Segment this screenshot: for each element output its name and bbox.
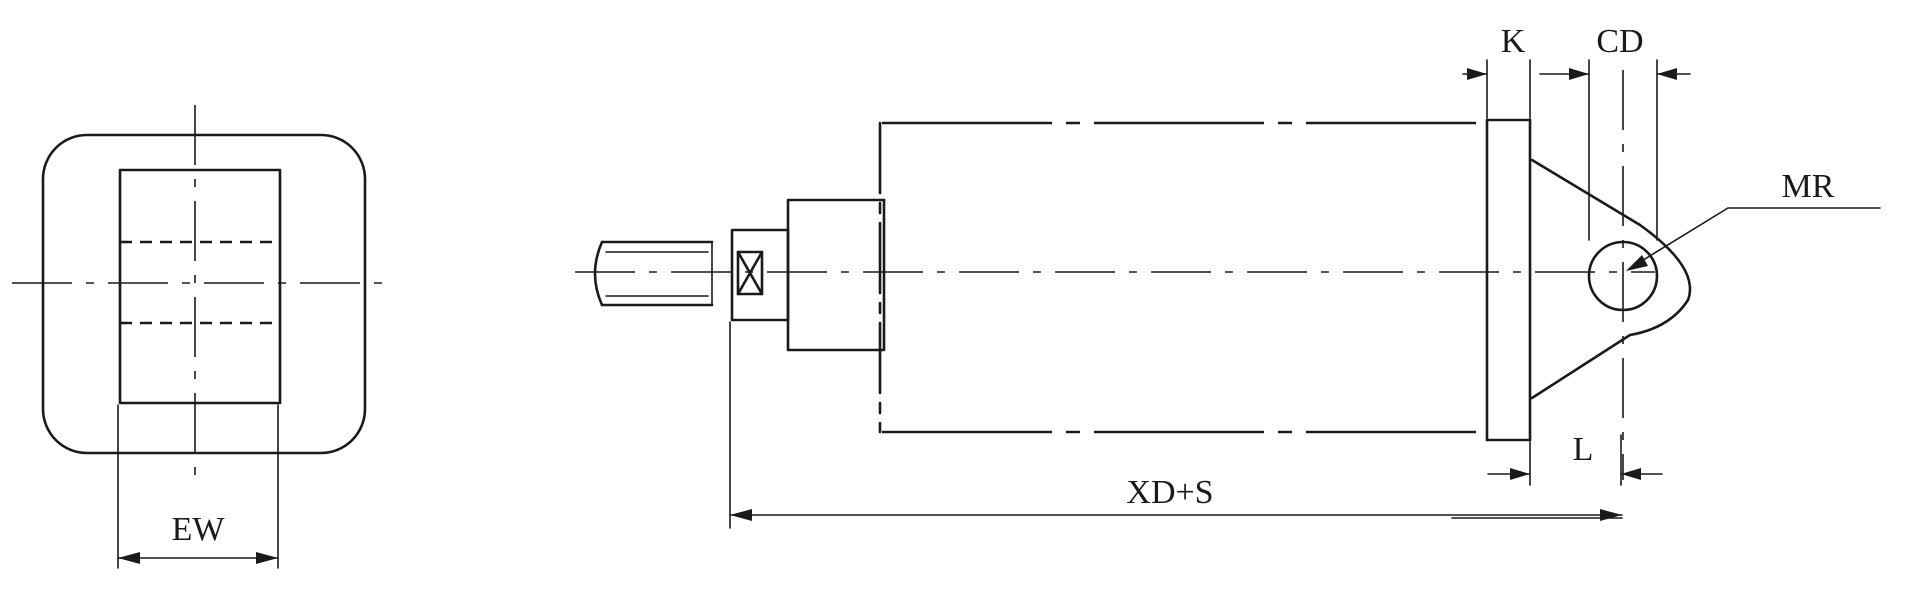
cylinder-barrel: [878, 118, 1532, 442]
ew-arrow-left: [118, 552, 140, 564]
cd-arrow-right: [1657, 68, 1677, 80]
mr-arrow: [1626, 255, 1648, 271]
xds-arrow-left: [730, 509, 752, 521]
ew-label: EW: [172, 511, 226, 548]
l-arrow-right: [1621, 468, 1641, 480]
side-view: K CD MR L XD+S: [575, 23, 1881, 529]
xds-label: XD+S: [1126, 474, 1213, 511]
cd-arrow-left: [1569, 68, 1589, 80]
clevis-eye: [1530, 158, 1692, 400]
cd-label: CD: [1596, 23, 1643, 60]
end-view-outline: [41, 133, 367, 455]
xds-arrow-right: [1600, 509, 1622, 521]
l-arrow-left: [1510, 468, 1530, 480]
ew-arrow-right: [256, 552, 278, 564]
rod-nut: [730, 228, 790, 322]
end-view: EW: [12, 105, 390, 569]
l-label: L: [1573, 431, 1594, 468]
k-arrow: [1467, 68, 1487, 80]
rod-thread: [593, 240, 714, 307]
rod-bushing: [786, 198, 886, 352]
mr-leader-diagonal: [1639, 207, 1729, 263]
clevis-slot: [118, 168, 282, 405]
k-label: K: [1501, 23, 1526, 60]
mr-label: MR: [1782, 168, 1835, 205]
